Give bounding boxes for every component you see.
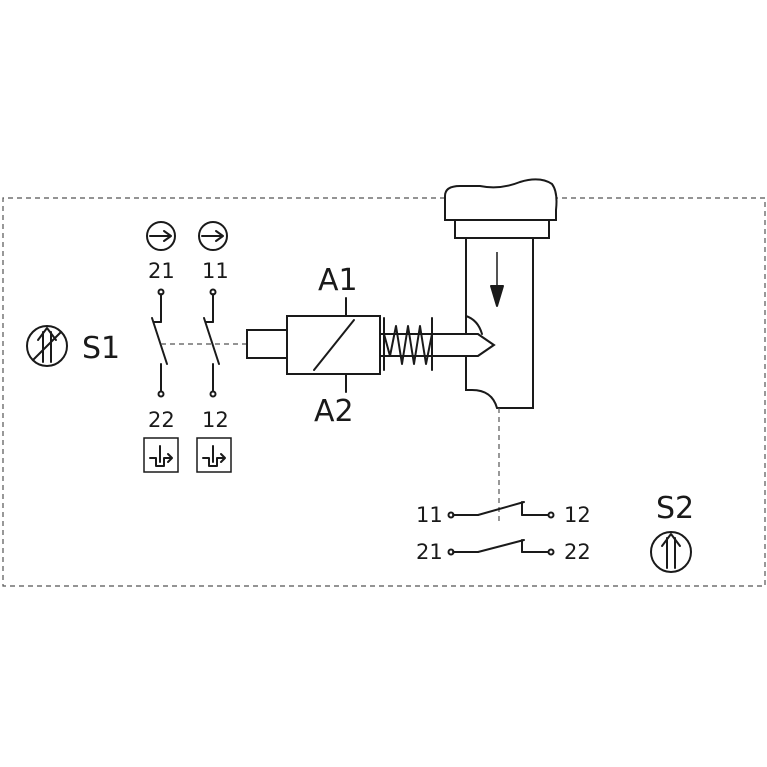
s2-contact-2-right-number: 22 xyxy=(564,540,591,564)
s2-symbol-icon xyxy=(650,531,692,573)
s1-contact-1-top-number: 21 xyxy=(148,259,175,283)
push-release-square-icon xyxy=(196,437,232,473)
s2-contact-11-12 xyxy=(447,501,555,519)
s1-label: S1 xyxy=(82,331,120,366)
s1-contact-21-22 xyxy=(151,288,168,398)
plunger-shaft xyxy=(246,329,288,359)
push-release-square-icon xyxy=(143,437,179,473)
s2-contact-1-right-number: 12 xyxy=(564,503,591,527)
s1-contact-2-top-number: 11 xyxy=(202,259,229,283)
a2-label: A2 xyxy=(314,394,354,429)
enclosure-boundary xyxy=(2,197,766,587)
actuator-head xyxy=(444,178,558,239)
actuator-housing xyxy=(465,237,534,409)
s1-contact-11-12 xyxy=(203,288,220,398)
s2-contact-1-left-number: 11 xyxy=(416,503,443,527)
s1-symbol-icon xyxy=(26,325,68,367)
solenoid-coil xyxy=(286,315,381,375)
s2-contact-21-22 xyxy=(447,539,555,556)
s1-contact-1-bottom-number: 22 xyxy=(148,408,175,432)
s2-contact-2-left-number: 21 xyxy=(416,540,443,564)
a1-label: A1 xyxy=(318,263,358,298)
s1-contact-2-bottom-number: 12 xyxy=(202,408,229,432)
right-arrow-circle-icon xyxy=(198,221,228,251)
right-arrow-circle-icon xyxy=(146,221,176,251)
spring xyxy=(379,317,433,371)
s2-label: S2 xyxy=(656,491,694,526)
